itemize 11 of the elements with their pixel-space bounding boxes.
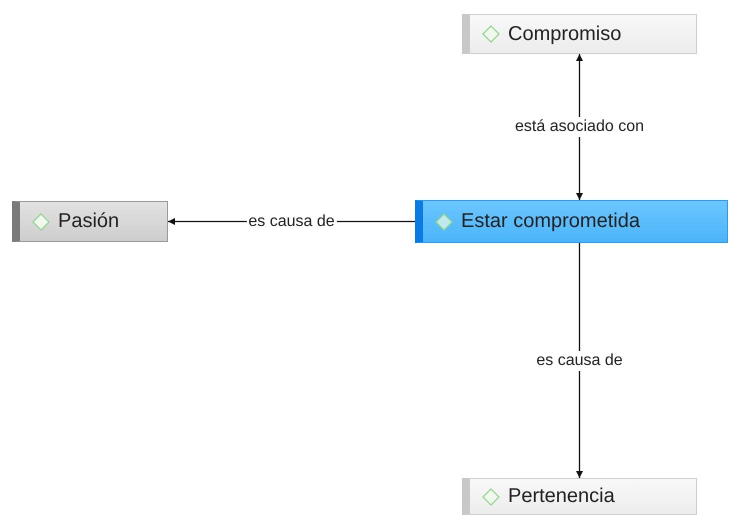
topic-text: Estar comprometida bbox=[461, 210, 640, 233]
topic-text: Pertenencia bbox=[508, 485, 615, 508]
edge-label: es causa de bbox=[534, 350, 625, 370]
topic-text: Pasión bbox=[58, 210, 120, 233]
topic-box bbox=[415, 200, 728, 243]
arrow bbox=[576, 243, 583, 478]
topic-box bbox=[12, 201, 168, 242]
topic-box bbox=[462, 478, 697, 515]
topic-box bbox=[462, 14, 697, 54]
edge-label: está asociado con bbox=[513, 117, 646, 137]
topic-text: Compromiso bbox=[508, 22, 622, 46]
